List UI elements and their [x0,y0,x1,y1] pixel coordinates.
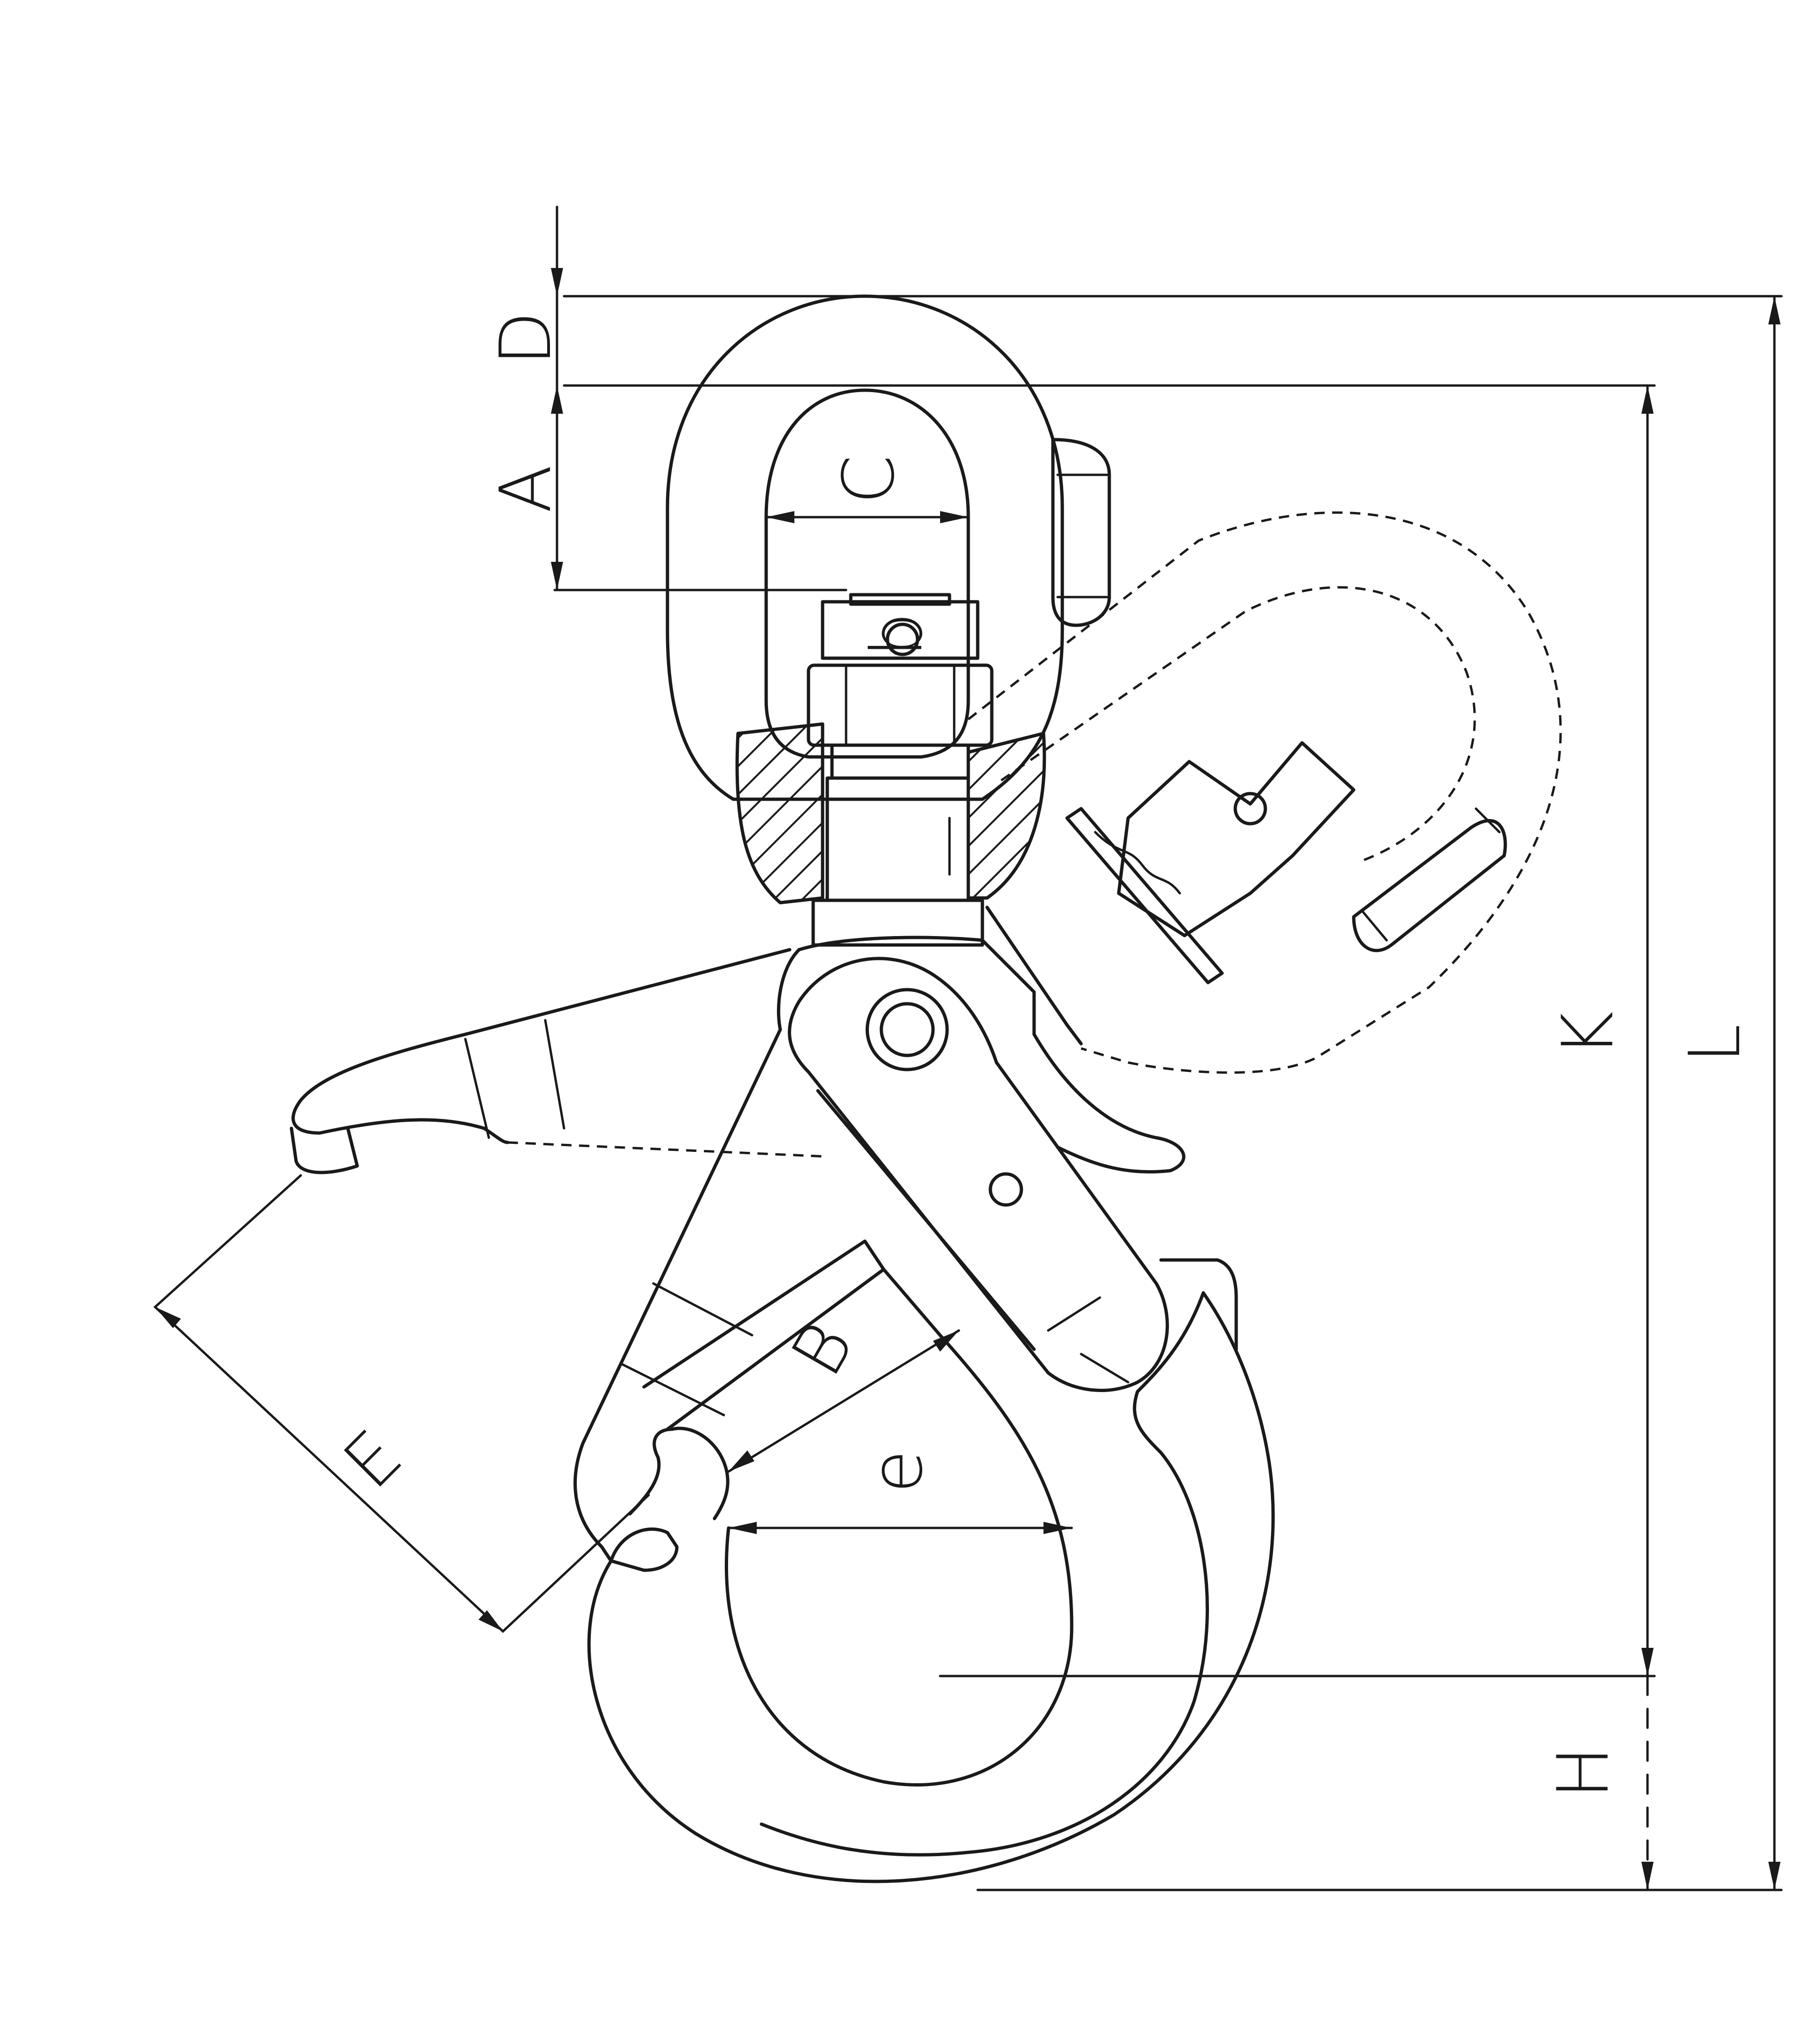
label-B: B [776,1309,870,1390]
label-C: C [828,455,910,504]
nut-pin-hole [886,622,919,656]
label-K: K [1547,1011,1629,1057]
latch-lever-open [290,948,828,1174]
label-D: D [485,311,567,366]
label-H: H [1543,1746,1624,1799]
latch-rivet [988,1172,1023,1207]
label-A: A [485,465,567,513]
hook-body [573,936,1275,1883]
dimension-lines [153,205,1783,1891]
swivel-eye [666,294,1111,801]
label-L: L [1674,1024,1756,1063]
label-e: e [856,1450,938,1493]
pivot-pin-inner [879,1002,935,1057]
dimension-labels: D A C b K L H B e E [328,311,1756,1799]
label-E: E [328,1415,417,1504]
bearing-nut-assembly [735,593,1046,947]
pivot-pin-outer [865,988,949,1071]
rotated-hook-phantom [967,511,1562,1074]
label-b: b [856,612,938,657]
